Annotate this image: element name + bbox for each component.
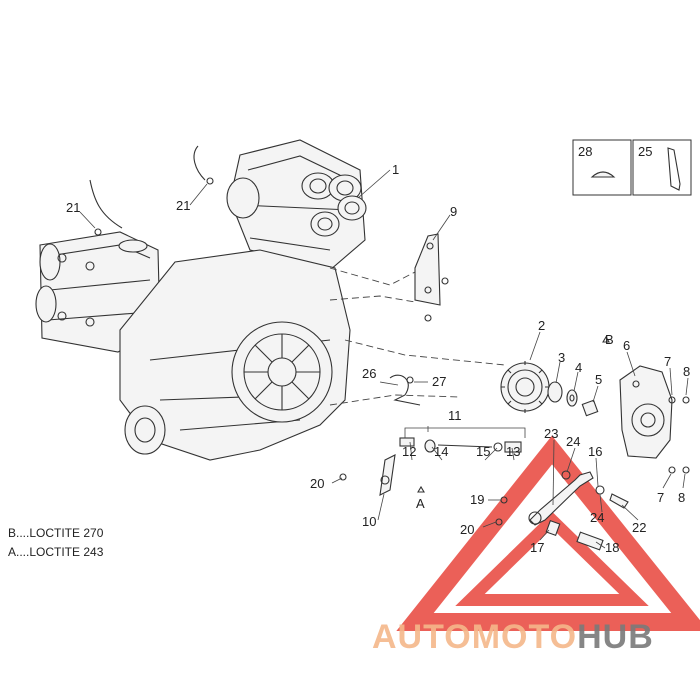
watermark-logo — [396, 435, 700, 631]
leader-lines — [79, 169, 689, 549]
callout-8b: 8 — [678, 490, 685, 505]
callout-12: 12 — [402, 444, 416, 459]
part-9-bracket — [414, 233, 449, 322]
callout-10: 10 — [362, 514, 376, 529]
engine-assembly — [35, 139, 367, 461]
callout-19: 19 — [470, 492, 484, 507]
callout-26: 26 — [362, 366, 376, 381]
callout-28: 28 — [578, 144, 592, 159]
callout-22: 22 — [632, 520, 646, 535]
inset-box-28 — [572, 139, 632, 196]
callout-6: 6 — [623, 338, 630, 353]
callout-11: 11 — [448, 408, 462, 423]
callout-4: 4 — [575, 360, 582, 375]
callout-27: 27 — [432, 374, 446, 389]
callout-20a: 20 — [460, 522, 474, 537]
callout-24b: 24 — [590, 510, 604, 525]
callout-24a: 24 — [566, 434, 580, 449]
watermark-auto: AUTOMOTOHUB — [372, 618, 654, 656]
part-6-sprocket-cover — [619, 365, 690, 474]
callout-23: 23 — [544, 426, 558, 441]
loctite-notes: B....LOCTITE 270 A....LOCTITE 243 — [8, 526, 104, 559]
callout-3: 3 — [558, 350, 565, 365]
watermark-part-moto: MOTO — [472, 618, 577, 656]
callout-1: 1 — [392, 162, 399, 177]
callout-25: 25 — [638, 144, 652, 159]
callout-2: 2 — [538, 318, 545, 333]
watermark-text: AUTOMOTOHUB — [372, 618, 654, 656]
callout-labels: 1 9 2 3 4 5 B 6 7 8 7 8 21 21 11 12 14 1… — [66, 144, 690, 555]
callout-21b: 21 — [176, 198, 190, 213]
callout-20b: 20 — [310, 476, 324, 491]
callout-21a: 21 — [66, 200, 80, 215]
gear-shift-assembly — [339, 374, 629, 551]
callout-5: 5 — [595, 372, 602, 387]
dashed-reference-lines — [329, 267, 506, 406]
watermark-part-auto: AUTO — [372, 618, 472, 656]
callout-14: 14 — [434, 444, 448, 459]
inset-box-25 — [632, 139, 692, 196]
note-loctite-270: B....LOCTITE 270 — [8, 526, 104, 540]
callout-17: 17 — [530, 540, 544, 555]
parts-3-4-5 — [547, 335, 610, 417]
callout-8a: 8 — [683, 364, 690, 379]
callout-15: 15 — [476, 444, 490, 459]
callout-16: 16 — [588, 444, 602, 459]
part-2-sprocket — [500, 361, 550, 413]
callout-7b: 7 — [657, 490, 664, 505]
callout-B-mark: B — [605, 332, 614, 347]
callout-7a: 7 — [664, 354, 671, 369]
watermark-part-hub: HUB — [577, 618, 654, 656]
callout-9: 9 — [450, 204, 457, 219]
callout-18: 18 — [605, 540, 619, 555]
callout-A-mark: A — [416, 496, 425, 511]
callout-13: 13 — [506, 444, 520, 459]
note-loctite-243: A....LOCTITE 243 — [8, 545, 104, 559]
